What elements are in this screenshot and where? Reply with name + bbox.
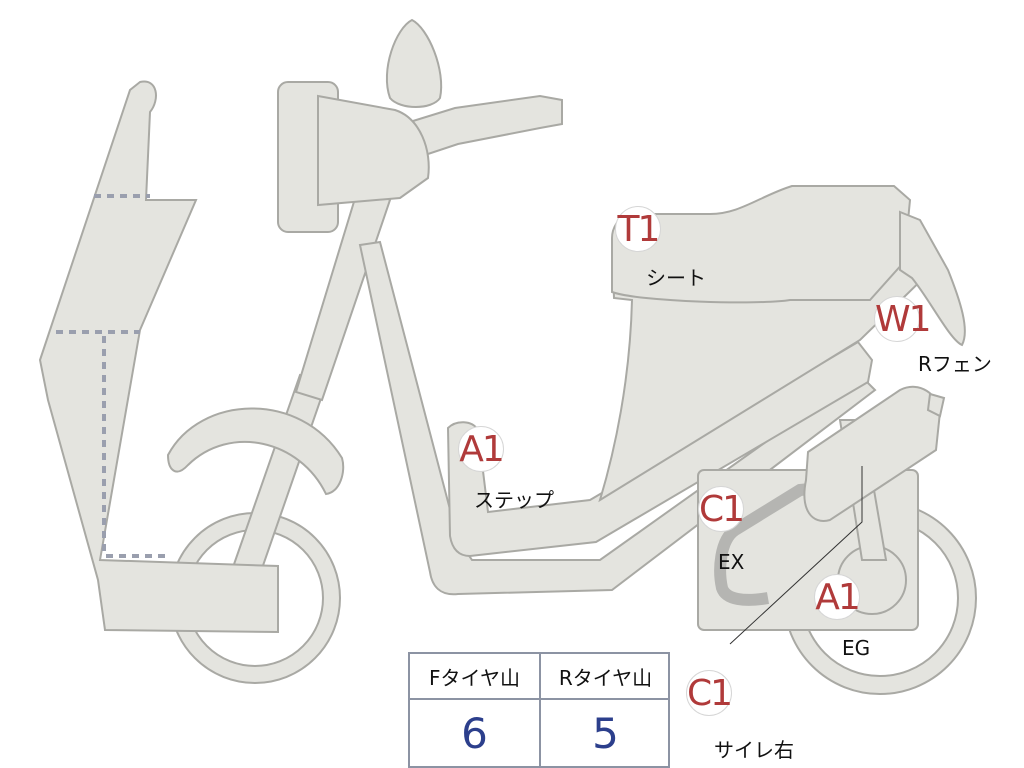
marker-step-code: A1 bbox=[458, 426, 505, 472]
front-tire-tread-header: Fタイヤ山 bbox=[410, 654, 539, 700]
label-muffler-right: サイレ右 bbox=[714, 738, 794, 762]
muffler bbox=[803, 385, 942, 522]
table-divider bbox=[539, 654, 541, 766]
marker-seat-code: T1 bbox=[615, 206, 661, 252]
handlebar-cover bbox=[317, 94, 430, 207]
marker-muffler-right-code: C1 bbox=[686, 670, 733, 716]
mirror bbox=[385, 18, 443, 108]
front-tire-tread-value: 6 bbox=[461, 708, 488, 758]
rear-tire-tread-value: 5 bbox=[592, 708, 619, 758]
marker-engine-code: A1 bbox=[814, 574, 861, 620]
floorboard bbox=[446, 340, 874, 558]
exhaust-pipe bbox=[714, 482, 821, 606]
label-engine: EG bbox=[842, 636, 871, 660]
label-rear-fender: Rフェン bbox=[918, 352, 992, 376]
rear-tire-tread-header: Rタイヤ山 bbox=[541, 654, 670, 700]
label-exhaust: EX bbox=[718, 550, 745, 574]
rear-fender bbox=[899, 210, 966, 347]
label-seat: シート bbox=[646, 266, 706, 290]
front-fender bbox=[166, 407, 345, 496]
label-step: ステップ bbox=[474, 488, 554, 512]
front-body bbox=[38, 80, 279, 634]
marker-rear-fender-code: W1 bbox=[874, 296, 932, 342]
tire-tread-table: Fタイヤ山 Rタイヤ山 6 5 bbox=[408, 652, 670, 768]
floor-frame bbox=[358, 240, 877, 596]
marker-exhaust-code: C1 bbox=[698, 486, 745, 532]
leader-line-exhaust bbox=[729, 466, 863, 645]
